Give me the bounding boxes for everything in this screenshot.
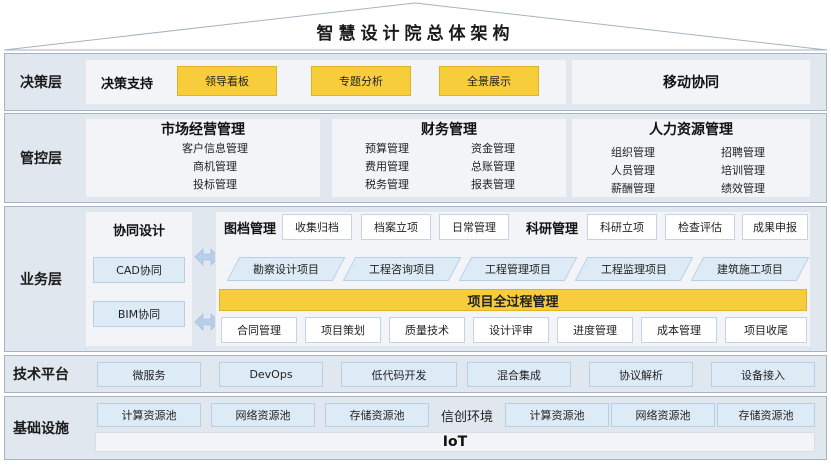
collab-title: 协同设计 bbox=[112, 223, 165, 239]
design-review-button[interactable]: 设计评审 bbox=[473, 317, 549, 343]
cost-mgmt-button[interactable]: 成本管理 bbox=[641, 317, 717, 343]
list-item: 税务管理 bbox=[365, 178, 409, 191]
list-item: 薪酬管理 bbox=[611, 182, 655, 195]
tech-layer-label: 技术平台 bbox=[13, 367, 69, 383]
project-supervision[interactable]: 工程监理项目 bbox=[601, 263, 667, 276]
leader-dashboard-button[interactable]: 领导看板 bbox=[177, 66, 277, 96]
iot-bar[interactable]: IoT bbox=[95, 432, 815, 452]
research-title: 科研管理 bbox=[525, 221, 578, 237]
archive-collect-button[interactable]: 收集归档 bbox=[282, 214, 352, 240]
hr-panel bbox=[571, 118, 811, 198]
list-item: 报表管理 bbox=[471, 178, 515, 191]
list-item: 总账管理 bbox=[471, 160, 515, 173]
project-plan-button[interactable]: 项目策划 bbox=[305, 317, 381, 343]
mobile-collab-panel bbox=[571, 59, 811, 105]
xc-storage-pool-button[interactable]: 存储资源池 bbox=[717, 403, 815, 427]
list-item: 培训管理 bbox=[721, 164, 765, 177]
topic-analysis-button[interactable]: 专题分析 bbox=[311, 66, 411, 96]
control-layer: 管控层 市场经营管理 客户信息管理 商机管理 投标管理 财务管理 预算管理 费用… bbox=[4, 113, 827, 203]
list-item: 商机管理 bbox=[193, 160, 237, 173]
protocol-parse-button[interactable]: 协议解析 bbox=[589, 362, 693, 387]
decision-layer: 决策层 决策支持 领导看板 专题分析 全景展示 移动协同 bbox=[4, 53, 827, 111]
microservice-button[interactable]: 微服务 bbox=[97, 362, 201, 387]
list-item: 投标管理 bbox=[193, 178, 237, 191]
market-list: 客户信息管理 商机管理 投标管理 bbox=[165, 140, 265, 194]
progress-mgmt-button[interactable]: 进度管理 bbox=[557, 317, 633, 343]
xc-compute-pool-button[interactable]: 计算资源池 bbox=[505, 403, 609, 427]
research-project-button[interactable]: 科研立项 bbox=[587, 214, 657, 240]
archive-title: 图档管理 bbox=[223, 221, 276, 237]
finance-list-2: 资金管理 总账管理 报表管理 bbox=[471, 140, 515, 194]
finance-panel bbox=[331, 118, 567, 198]
cad-collab-button[interactable]: CAD协同 bbox=[93, 257, 185, 283]
page-title: 智慧设计院总体架构 bbox=[316, 24, 515, 44]
project-construction[interactable]: 建筑施工项目 bbox=[717, 263, 783, 276]
finance-title: 财务管理 bbox=[421, 122, 477, 138]
panorama-button[interactable]: 全景展示 bbox=[439, 66, 539, 96]
project-lifecycle-bar[interactable]: 项目全过程管理 bbox=[219, 289, 807, 311]
project-closing-button[interactable]: 项目收尾 bbox=[725, 317, 807, 343]
tech-layer: 技术平台 微服务 DevOps 低代码开发 混合集成 协议解析 设备接入 bbox=[4, 355, 827, 393]
roof bbox=[3, 2, 828, 51]
project-management[interactable]: 工程管理项目 bbox=[485, 263, 551, 276]
compute-pool-button[interactable]: 计算资源池 bbox=[97, 403, 201, 427]
network-pool-button[interactable]: 网络资源池 bbox=[211, 403, 315, 427]
list-item: 资金管理 bbox=[471, 142, 515, 155]
business-layer: 业务层 协同设计 CAD协同 BIM协同 图档管理 收集归档 档案立项 日常管理… bbox=[4, 206, 827, 352]
mobile-collab-label[interactable]: 移动协同 bbox=[663, 75, 719, 91]
xc-network-pool-button[interactable]: 网络资源池 bbox=[611, 403, 715, 427]
device-access-button[interactable]: 设备接入 bbox=[711, 362, 815, 387]
project-survey-design[interactable]: 勘察设计项目 bbox=[253, 263, 319, 276]
contract-mgmt-button[interactable]: 合同管理 bbox=[221, 317, 297, 343]
market-panel bbox=[85, 118, 321, 198]
devops-button[interactable]: DevOps bbox=[219, 362, 323, 387]
quality-tech-button[interactable]: 质量技术 bbox=[389, 317, 465, 343]
infra-layer-label: 基础设施 bbox=[13, 421, 69, 437]
bim-collab-button[interactable]: BIM协同 bbox=[93, 301, 185, 327]
business-layer-label: 业务层 bbox=[20, 272, 62, 288]
finance-list-1: 预算管理 费用管理 税务管理 bbox=[365, 140, 409, 194]
list-item: 招聘管理 bbox=[721, 146, 765, 159]
hr-title: 人力资源管理 bbox=[649, 122, 733, 138]
hr-list-1: 组织管理 人员管理 薪酬管理 bbox=[611, 144, 655, 198]
hr-list-2: 招聘管理 培训管理 绩效管理 bbox=[721, 144, 765, 198]
decision-layer-label: 决策层 bbox=[20, 75, 62, 91]
list-item: 客户信息管理 bbox=[182, 142, 248, 155]
research-result-button[interactable]: 成果申报 bbox=[742, 214, 808, 240]
archive-daily-button[interactable]: 日常管理 bbox=[439, 214, 509, 240]
infra-layer: 基础设施 计算资源池 网络资源池 存储资源池 信创环境 计算资源池 网络资源池 … bbox=[4, 396, 827, 460]
decision-support-label: 决策支持 bbox=[100, 76, 153, 92]
archive-project-button[interactable]: 档案立项 bbox=[361, 214, 431, 240]
hybrid-integration-button[interactable]: 混合集成 bbox=[467, 362, 571, 387]
xinchuang-label: 信创环境 bbox=[440, 409, 493, 425]
list-item: 预算管理 bbox=[365, 142, 409, 155]
storage-pool-button[interactable]: 存储资源池 bbox=[325, 403, 429, 427]
list-item: 绩效管理 bbox=[721, 182, 765, 195]
list-item: 费用管理 bbox=[365, 160, 409, 173]
lowcode-button[interactable]: 低代码开发 bbox=[341, 362, 457, 387]
market-title: 市场经营管理 bbox=[161, 122, 245, 138]
control-layer-label: 管控层 bbox=[20, 151, 62, 167]
project-consulting[interactable]: 工程咨询项目 bbox=[369, 263, 435, 276]
research-eval-button[interactable]: 检查评估 bbox=[665, 214, 735, 240]
list-item: 组织管理 bbox=[611, 146, 655, 159]
list-item: 人员管理 bbox=[611, 164, 655, 177]
